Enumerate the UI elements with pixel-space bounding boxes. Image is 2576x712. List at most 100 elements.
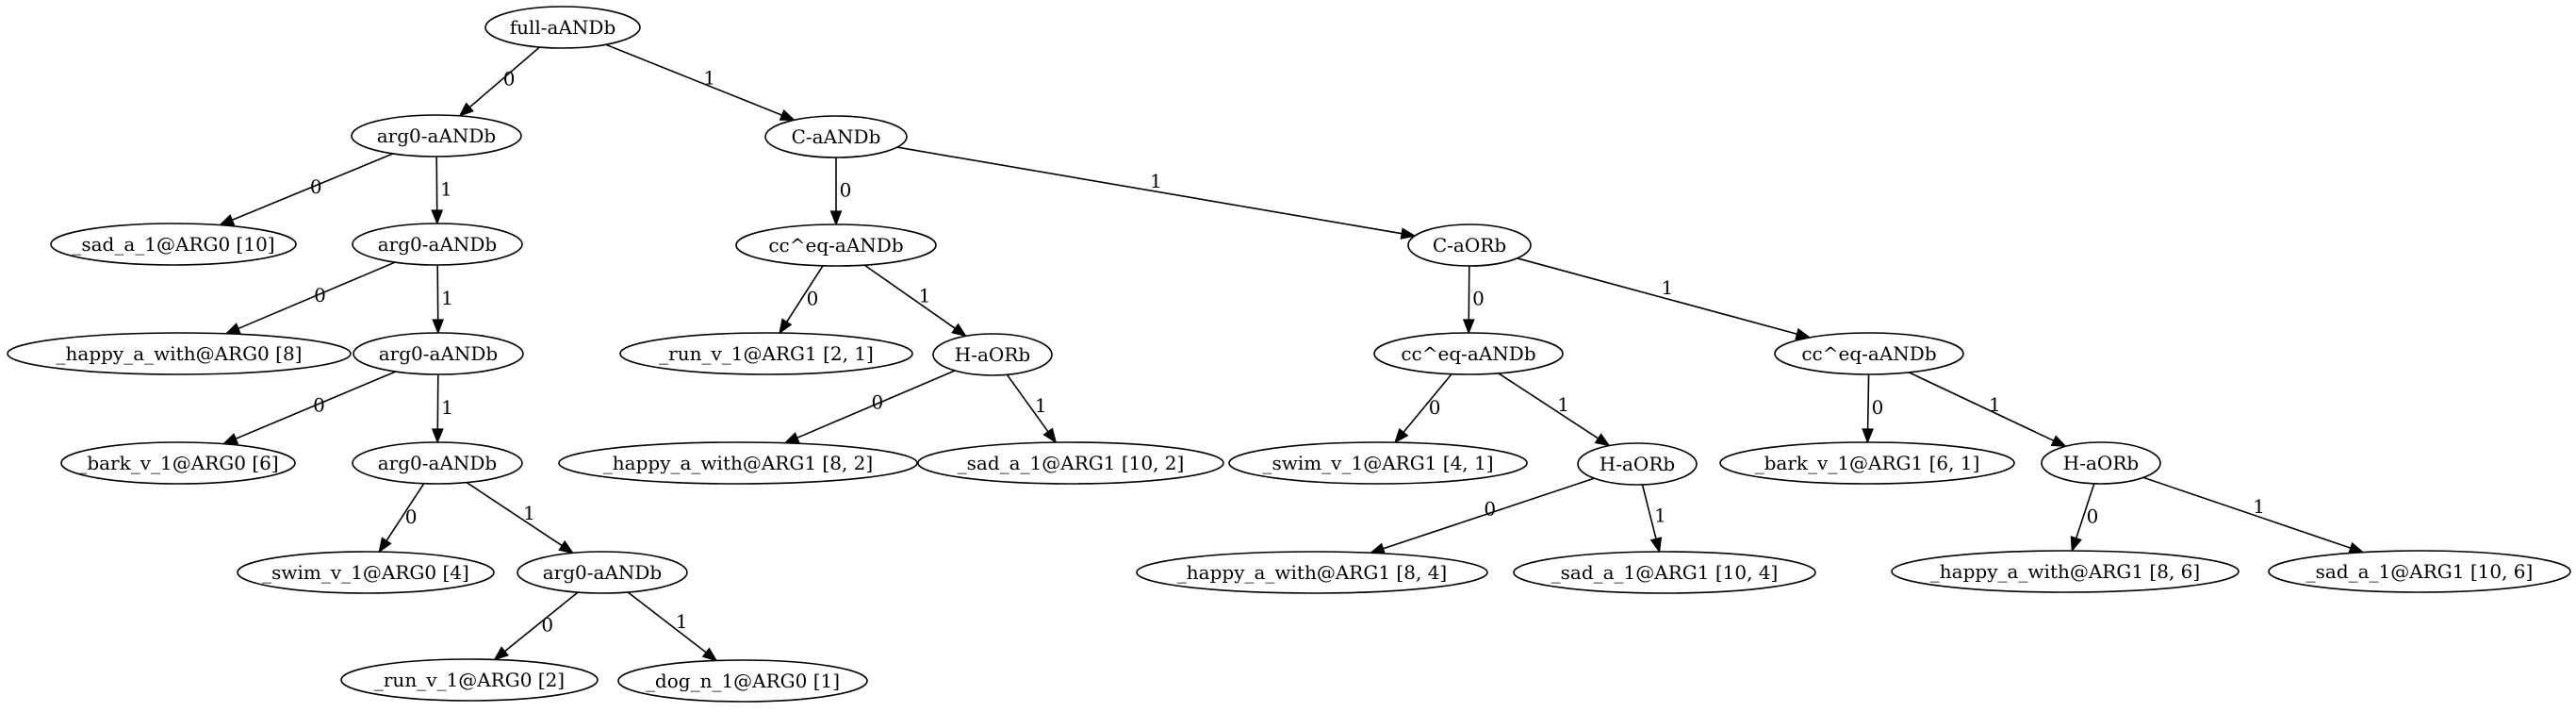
edge-line xyxy=(1641,484,1657,539)
edge-arrowhead xyxy=(432,319,445,335)
node-sad-a-1-arg1-10-4: _sad_a_1@ARG1 [10, 4] xyxy=(1513,551,1816,594)
edge-n9-n10: 0 xyxy=(378,483,425,554)
edge-arrowhead xyxy=(1862,428,1874,444)
node-happy-a-with-arg1-8-6: _happy_a_with@ARG1 [8, 6] xyxy=(1891,550,2240,593)
edge-line xyxy=(504,591,579,653)
edge-label: 1 xyxy=(703,66,715,89)
node-label: arg0-aANDb xyxy=(378,452,497,474)
edge-label: 0 xyxy=(503,67,516,90)
edge-line xyxy=(468,46,541,108)
node-happy-a-with-arg0-8: _happy_a_with@ARG0 [8] xyxy=(7,332,352,375)
edge-label: 0 xyxy=(310,175,322,198)
node-swim-v-1-arg0-4: _swim_v_1@ARG0 [4] xyxy=(237,551,495,594)
node-label: _run_v_1@ARG1 [2, 1] xyxy=(659,342,874,365)
node-ellipse xyxy=(2268,550,2571,593)
edge-line xyxy=(1006,373,1049,433)
edge-label: 0 xyxy=(1472,288,1485,310)
node-ellipse xyxy=(237,551,495,594)
node-ellipse xyxy=(917,441,1224,485)
edge-label: 0 xyxy=(2087,505,2099,527)
node-run-v-1-arg0-2: _run_v_1@ARG0 [2] xyxy=(340,658,599,702)
edge-arrowhead xyxy=(779,318,793,335)
edge-line xyxy=(235,371,397,440)
node-label: cc^eq-aANDb xyxy=(768,234,903,257)
node-label: _bark_v_1@ARG0 [6] xyxy=(77,452,278,474)
node-ellipse xyxy=(1373,332,1564,375)
node-label: C-aANDb xyxy=(792,125,881,148)
node-ellipse xyxy=(352,441,523,485)
edge-arrowhead xyxy=(1462,319,1475,335)
node-label: _run_v_1@ARG0 [2] xyxy=(374,669,565,691)
edge-arrowhead xyxy=(1400,227,1417,240)
node-bark-v-1-arg1-6-1: _bark_v_1@ARG1 [6, 1] xyxy=(1719,441,2015,485)
node-arg0-aandb: arg0-aANDb xyxy=(351,114,522,157)
node-dog-n-1-arg0-1: _dog_n_1@ARG0 [1] xyxy=(617,659,868,703)
node-ellipse xyxy=(1513,551,1816,594)
edge-n3-n15: 1 xyxy=(896,146,1417,240)
node-h-aorb: H-aORb xyxy=(932,333,1053,376)
node-h-aorb: H-aORb xyxy=(1577,442,1698,486)
edge-n27-n29: 1 xyxy=(2142,476,2365,554)
node-bark-v-1-arg0-6: _bark_v_1@ARG0 [6] xyxy=(60,441,296,485)
edge-arrowhead xyxy=(458,102,474,117)
node-label: _sad_a_1@ARG1 [10, 4] xyxy=(1551,561,1779,584)
node-run-v-1-arg1-2-1: _run_v_1@ARG1 [2, 1] xyxy=(619,332,913,375)
node-label: H-aORb xyxy=(1600,453,1675,475)
node-label: arg0-aANDb xyxy=(378,233,497,256)
edge-label: 1 xyxy=(2253,495,2265,518)
node-label: cc^eq-aANDb xyxy=(1401,342,1535,365)
edge-arrowhead xyxy=(218,214,236,226)
edge-n2-n4: 0 xyxy=(218,153,394,226)
node-label: full-aANDb xyxy=(510,16,616,39)
node-label: _happy_a_with@ARG1 [8, 2] xyxy=(603,452,873,474)
edge-n23-n25: 1 xyxy=(1641,484,1666,554)
edge-n1-n2: 0 xyxy=(458,46,541,117)
edge-n17-n19: 1 xyxy=(1006,373,1058,444)
edge-line xyxy=(466,481,563,547)
node-ellipse xyxy=(517,551,688,594)
edge-n20-n23: 1 xyxy=(1498,373,1611,447)
edge-line xyxy=(1866,373,1870,430)
edge-arrowhead xyxy=(224,323,241,335)
node-ellipse xyxy=(558,441,918,485)
node-ellipse xyxy=(2041,441,2161,485)
edge-n5-n6: 0 xyxy=(224,261,396,335)
edge-arrowhead xyxy=(1594,433,1611,447)
edge-label: 0 xyxy=(541,614,553,637)
node-label: _swim_v_1@ARG0 [4] xyxy=(262,561,469,584)
node-label: _sad_a_1@ARG1 [10, 2] xyxy=(958,452,1185,474)
node-arg0-aandb: arg0-aANDb xyxy=(352,441,523,485)
node-sad-a-1-arg0-10: _sad_a_1@ARG0 [10] xyxy=(50,223,297,266)
node-h-aorb: H-aORb xyxy=(2041,441,2161,485)
edge-line xyxy=(231,153,394,222)
edge-n21-n26: 0 xyxy=(1862,373,1883,444)
edge-arrowhead xyxy=(1394,427,1409,444)
edge-label: 1 xyxy=(1557,393,1569,416)
edge-line xyxy=(627,591,707,654)
edge-n15-n21: 1 xyxy=(1517,257,1812,340)
node-c-aorb: C-aORb xyxy=(1407,224,1532,267)
edge-label: 1 xyxy=(441,396,453,419)
edge-label: 1 xyxy=(1662,276,1674,299)
edge-n20-n22: 0 xyxy=(1394,373,1452,444)
node-ellipse xyxy=(60,441,296,485)
edge-label: 0 xyxy=(313,393,325,416)
edge-label: 1 xyxy=(1035,394,1047,417)
node-sad-a-1-arg1-10-6: _sad_a_1@ARG1 [10, 6] xyxy=(2268,550,2571,593)
edge-line xyxy=(1498,373,1600,439)
edge-line xyxy=(386,483,425,541)
edge-n11-n13: 1 xyxy=(627,591,718,662)
edge-arrowhead xyxy=(2070,536,2082,553)
edge-label: 1 xyxy=(441,287,453,309)
edge-line xyxy=(796,370,956,439)
node-ellipse xyxy=(764,115,908,158)
edge-arrowhead xyxy=(222,433,239,445)
edge-arrowhead xyxy=(558,539,575,555)
edge-line xyxy=(605,43,782,116)
edge-label: 1 xyxy=(1150,170,1162,192)
edge-arrowhead xyxy=(1649,537,1663,554)
edge-line xyxy=(436,373,439,430)
node-ellipse xyxy=(7,332,352,375)
